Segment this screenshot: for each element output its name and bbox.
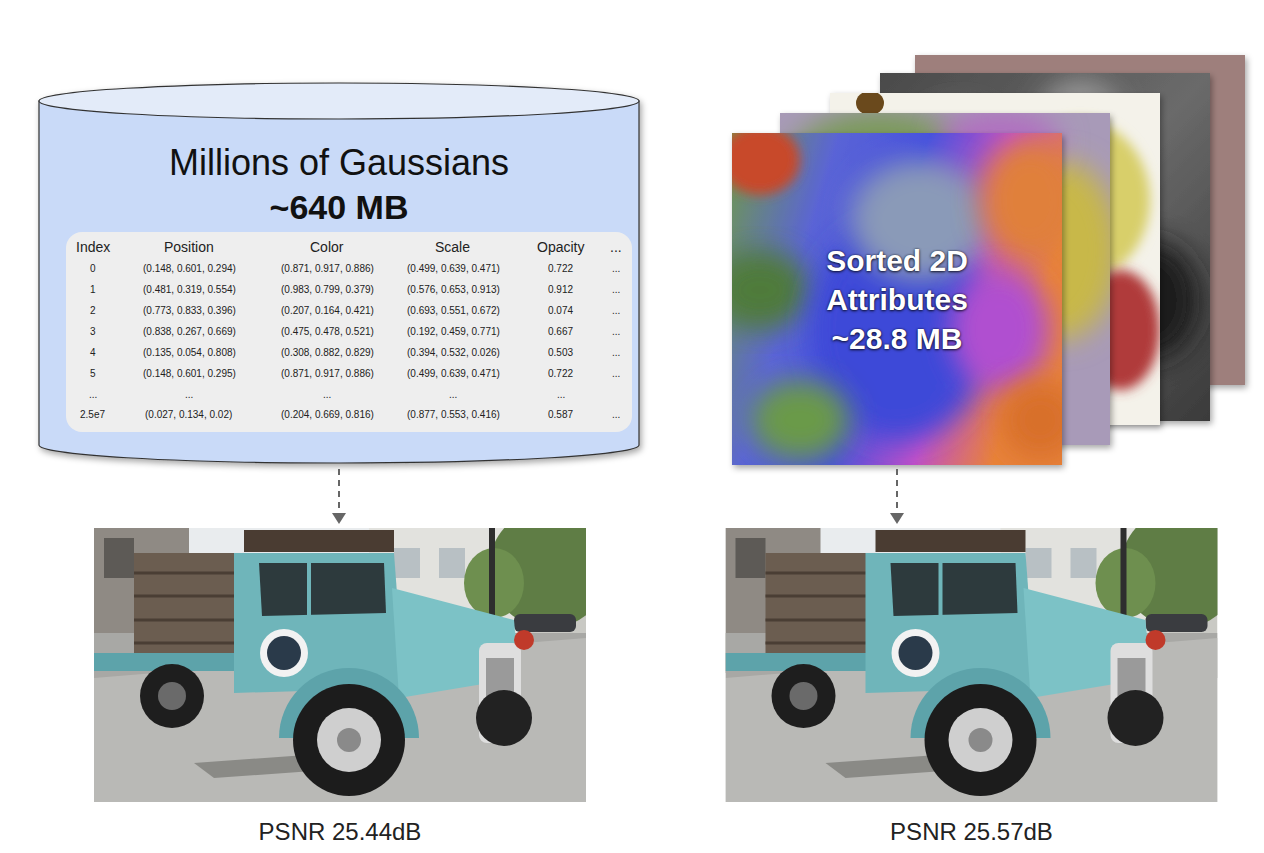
dashed-arrow	[890, 469, 904, 524]
table-cell: (0.192, 0.459, 0.771)	[407, 326, 500, 337]
table-cell: (0.027, 0.134, 0.02)	[145, 409, 232, 420]
dashed-line	[338, 469, 340, 514]
table-cell: 0.587	[548, 409, 573, 420]
table-cell: (0.135, 0.054, 0.808)	[143, 347, 236, 358]
store-title: Millions of Gaussians	[38, 143, 640, 183]
table-cell: (0.773, 0.833, 0.396)	[143, 305, 236, 316]
render-photo	[94, 508, 609, 802]
table-header: Scale	[435, 239, 470, 255]
render-photo: PSNR 25.44dB	[94, 528, 586, 802]
table-cell: 2.5e7	[80, 409, 105, 420]
table-cell: ...	[612, 305, 620, 316]
table-cell: ...	[557, 389, 565, 400]
table-cell: 2	[90, 305, 96, 316]
table-cell: (0.576, 0.653, 0.913)	[407, 284, 500, 295]
attribute-stack	[710, 55, 1245, 465]
table-cell: ...	[612, 263, 620, 274]
table-cell: 0	[90, 263, 96, 274]
table-header: ...	[610, 239, 622, 255]
dashed-arrow	[332, 469, 346, 524]
table-header: Opacity	[537, 239, 584, 255]
table-cell: (0.983, 0.799, 0.379)	[281, 284, 374, 295]
table-header: Position	[164, 239, 214, 255]
table-cell: ...	[89, 389, 97, 400]
psnr-caption: PSNR 25.44dB	[94, 818, 586, 846]
store-size: ~640 MB	[38, 189, 640, 226]
table-cell: (0.871, 0.917, 0.886)	[281, 368, 374, 379]
table-cell: (0.394, 0.532, 0.026)	[407, 347, 500, 358]
database-cylinder: Millions of Gaussians ~640 MB	[38, 83, 640, 465]
table-header: Index	[76, 239, 110, 255]
table-cell: 0.074	[548, 305, 573, 316]
table-cell: (0.838, 0.267, 0.669)	[143, 326, 236, 337]
table-cell: (0.693, 0.551, 0.672)	[407, 305, 500, 316]
table-cell: ...	[612, 284, 620, 295]
table-cell: (0.148, 0.601, 0.294)	[143, 263, 236, 274]
table-cell: 0.503	[548, 347, 573, 358]
table-cell: 0.667	[548, 326, 573, 337]
table-cell: 0.722	[548, 368, 573, 379]
render-photo	[726, 508, 1241, 802]
table-cell: (0.207, 0.164, 0.421)	[281, 305, 374, 316]
render-photo: PSNR 25.57dB	[725, 528, 1218, 802]
table-cell: 3	[90, 326, 96, 337]
table-cell: (0.308, 0.882, 0.829)	[281, 347, 374, 358]
table-cell: 0.912	[548, 284, 573, 295]
table-cell: ...	[612, 368, 620, 379]
table-cell: (0.877, 0.553, 0.416)	[407, 409, 500, 420]
table-cell: ...	[612, 347, 620, 358]
table-cell: (0.204, 0.669, 0.816)	[281, 409, 374, 420]
table-cell: 5	[90, 368, 96, 379]
table-cell: (0.481, 0.319, 0.554)	[143, 284, 236, 295]
table-cell: 1	[90, 284, 96, 295]
table-cell: ...	[612, 409, 620, 420]
table-cell: (0.148, 0.601, 0.295)	[143, 368, 236, 379]
table-cell: (0.499, 0.639, 0.471)	[407, 263, 500, 274]
psnr-caption: PSNR 25.57dB	[725, 818, 1218, 846]
arrow-head	[332, 513, 346, 524]
table-cell: (0.871, 0.917, 0.886)	[281, 263, 374, 274]
table-cell: ...	[612, 326, 620, 337]
table-cell: ...	[185, 389, 193, 400]
table-cell: 4	[90, 347, 96, 358]
table-cell: (0.475, 0.478, 0.521)	[281, 326, 374, 337]
arrow-head	[890, 513, 904, 524]
table-cell: ...	[449, 389, 457, 400]
table-cell: 0.722	[548, 263, 573, 274]
image-title: Sorted 2D Attributes	[777, 241, 1017, 319]
table-header: Color	[310, 239, 343, 255]
table-cell: ...	[323, 389, 331, 400]
database-cylinder	[39, 83, 639, 463]
image-size: ~28.8 MB	[832, 319, 963, 358]
dashed-line	[896, 469, 898, 514]
attribute-image: Sorted 2D Attributes~28.8 MB	[732, 133, 1062, 465]
table-cell: (0.499, 0.639, 0.471)	[407, 368, 500, 379]
